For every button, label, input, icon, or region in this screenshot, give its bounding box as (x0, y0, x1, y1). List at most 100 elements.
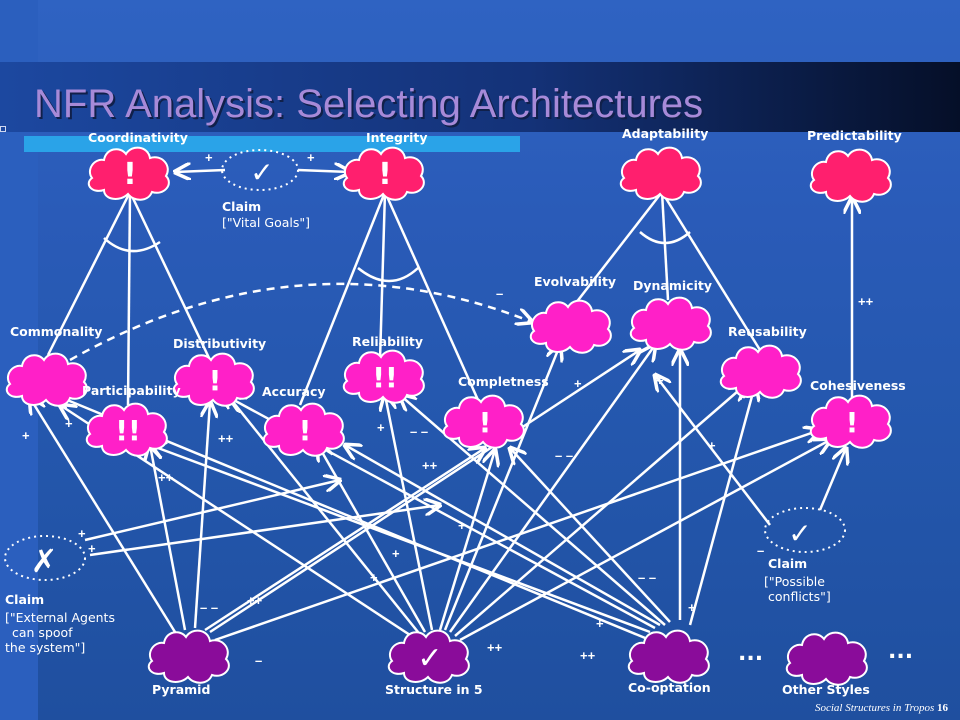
label-structure-in-5: Structure in 5 (385, 682, 483, 697)
link-s5-cohesiveness (459, 440, 830, 642)
edge-label: ++ (422, 458, 438, 473)
footer-text: Social Structures in Tropos (814, 702, 935, 714)
mark-claim-conflicts: ✓ (788, 517, 811, 550)
edge-label: ++ (158, 470, 174, 485)
mark-claim-external: ✗ (31, 542, 58, 580)
label-reusability: Reusability (728, 324, 807, 339)
label-dynamicity: Dynamicity (633, 278, 712, 293)
claims (4, 149, 846, 581)
edge-label: – – (200, 600, 218, 615)
ellipses: ... ... (738, 639, 913, 666)
edge-label: – – (638, 570, 656, 585)
mark-accuracy: ! (299, 414, 312, 447)
mark-coordinativity: ! (123, 157, 137, 192)
softgoal-dynamicity (629, 296, 712, 351)
edge-label: – – (555, 448, 573, 463)
softgoal-other-styles (785, 631, 868, 686)
link-reliability-integrity (378, 191, 387, 361)
softgoal-adaptability (619, 146, 702, 201)
link-conflicts-cohesiveness (818, 448, 846, 511)
edge-label: + (656, 373, 664, 388)
link-s5-completness (438, 450, 495, 631)
label-claim-external: Claim (5, 592, 44, 607)
mark-distributivity: ! (209, 364, 222, 397)
label-reliability: Reliability (352, 334, 423, 349)
label-adaptability: Adaptability (622, 126, 708, 141)
edge-label: + (88, 541, 96, 556)
link-s5-reliability (385, 395, 434, 631)
edge-label: + (78, 526, 86, 541)
link-pyramid-participability (150, 445, 187, 631)
mark-participability: !! (115, 414, 141, 447)
mark-integrity: ! (378, 157, 392, 192)
and-arc-integrity (357, 267, 419, 283)
edge-labels: + + – ++ + + ++ ++ + – – ++ – – + + + + … (22, 150, 874, 668)
edge-label: + (22, 428, 30, 443)
edge-label: + (574, 376, 582, 391)
slide-footer: Social Structures in Tropos 16 (815, 702, 948, 714)
link-reusability-adaptability (660, 191, 762, 351)
link-pyramid-completness (204, 448, 485, 632)
mark-claim-vital: ✓ (250, 156, 273, 189)
label-coordinativity: Coordinativity (88, 130, 188, 145)
link-completness-integrity (383, 191, 480, 401)
mark-cohesiveness: ! (846, 406, 859, 439)
edge-label: + (205, 150, 213, 165)
label-predictability: Predictability (807, 128, 902, 143)
claim-vital-text: ["Vital Goals"] (222, 215, 310, 230)
link-participability-coordinativity (126, 191, 132, 406)
link-s5-evolvability (443, 345, 560, 631)
softgoal-marks: ! ! !! ! ! !! ! ! ✓ ✓ ✗ ✓ (31, 156, 859, 676)
claim-conflicts-line1: ["Possible (764, 574, 825, 589)
edge-label: ++ (247, 593, 263, 608)
edge-label: + (458, 518, 466, 533)
link-co-reusability (688, 385, 755, 626)
softgoal-predictability (809, 148, 892, 203)
link-s5-reusability (454, 385, 745, 637)
claim-external-line2: can spoof (12, 625, 73, 640)
edge-label: + (370, 570, 378, 585)
claim-external-line3: the system"] (5, 640, 85, 655)
link-s5-distributivity (225, 392, 419, 633)
softgoal-reusability (719, 344, 802, 399)
edge-label: – – (410, 424, 428, 439)
label-integrity: Integrity (366, 130, 428, 145)
label-claim-conflicts: Claim (768, 556, 807, 571)
link-s5-dynamicity (448, 345, 655, 633)
edge-label: + (307, 150, 315, 165)
link-conflicts-reusability (655, 375, 771, 526)
slide-title: NFR Analysis: Selecting Architectures (34, 82, 704, 126)
claim-conflicts-cloud (764, 507, 846, 553)
link-distributivity-coordinativity (128, 191, 212, 361)
label-co-optation: Co-optation (628, 680, 711, 695)
claim-texts: ["Vital Goals"] ["External Agents can sp… (5, 215, 831, 655)
and-arc-adaptability (639, 231, 691, 245)
link-commonality-coordinativity (46, 191, 132, 356)
label-distributivity: Distributivity (173, 336, 266, 351)
label-accuracy: Accuracy (262, 384, 326, 399)
edge-label: + (65, 416, 73, 431)
mark-reliability: !! (372, 361, 398, 394)
link-pyramid-distributivity (193, 402, 210, 629)
link-external-accuracy (84, 480, 340, 542)
link-external-completness (89, 505, 440, 557)
edge-label: + (708, 438, 716, 453)
claim-external-line1: ["External Agents (5, 610, 115, 625)
link-co-accuracy (345, 445, 661, 627)
edge-label: + (688, 600, 696, 615)
edge-label: + (392, 546, 400, 561)
link-claim-coordinativity (175, 170, 226, 172)
node-labels: Coordinativity Integrity Adaptability Pr… (5, 126, 906, 697)
label-participability: Participability (82, 383, 181, 398)
ellipsis-left: ... (738, 641, 763, 666)
title-band (0, 62, 960, 132)
link-s5-accuracy (318, 445, 427, 633)
claim-vital-cloud (221, 149, 299, 191)
mark-structure-in-5: ✓ (417, 641, 442, 676)
claim-external-cloud (4, 535, 86, 581)
softgoal-commonality (5, 352, 88, 407)
edge-label: ++ (858, 294, 874, 309)
label-completness: Completness (458, 374, 549, 389)
edge-label: ++ (218, 431, 234, 446)
